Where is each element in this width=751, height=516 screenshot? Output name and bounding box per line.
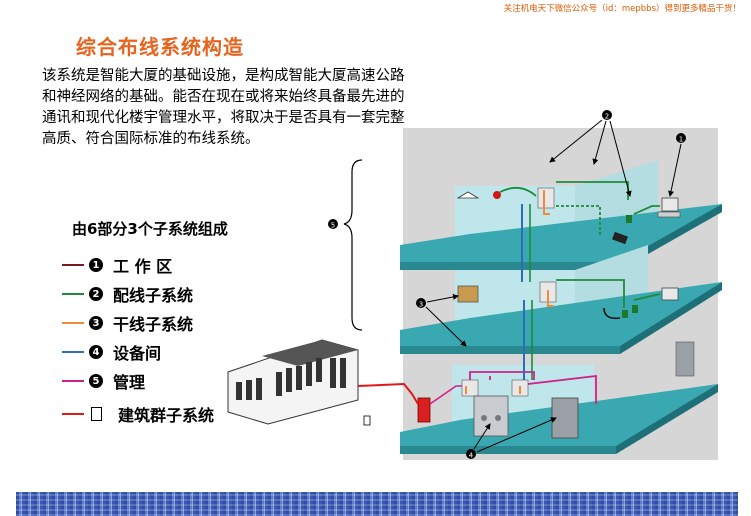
callout-2: 2: [602, 110, 612, 121]
campus-cable: [357, 382, 419, 405]
legend-item-work-area: 1 工 作 区: [62, 252, 172, 278]
floor-1: [400, 341, 718, 454]
legend-item-horizontal: 2 配线子系统: [62, 281, 193, 307]
campus-building-icon: [227, 339, 359, 425]
legend-label: 工 作 区: [113, 257, 173, 276]
empty-box-icon: [363, 415, 371, 426]
svg-text:2: 2: [605, 113, 609, 121]
legend-label: 设备间: [113, 344, 162, 363]
legend-label: 管理: [113, 373, 146, 392]
number-badge-icon: 2: [89, 287, 103, 301]
legend-label: 干线子系统: [113, 315, 194, 334]
callout-4: 4: [466, 449, 476, 460]
floor-2: [400, 245, 722, 354]
legend-item-equipment-room: 4 设备间: [62, 339, 161, 365]
pbx-icon: [473, 395, 509, 437]
red-device-icon: [493, 191, 501, 199]
page-title: 综合布线系统构造: [76, 35, 244, 59]
phone-icon: [612, 231, 628, 245]
computer-icon: [661, 287, 679, 301]
number-badge-icon: 3: [89, 316, 103, 330]
number-badge-icon: 1: [89, 258, 103, 272]
subsystem-subtitle: 由6部分3个子系统组成: [72, 220, 228, 238]
backbone-frame-icon: [457, 285, 479, 303]
svg-text:5: 5: [331, 222, 335, 230]
outlet-icon: [626, 215, 632, 223]
computer-icon: [661, 197, 679, 212]
number-badge-icon: 4: [89, 345, 103, 359]
outlet-icon: [632, 305, 638, 313]
legend-item-administration: 5 管理: [62, 368, 145, 394]
tall-rack-icon: [675, 341, 695, 377]
number-badge-icon: 5: [89, 374, 103, 388]
top-note: 关注机电天下微信公众号（id：mepbbs）得到更多精品干货！: [503, 4, 741, 14]
empty-box-icon: [91, 407, 102, 421]
legend-label: 配线子系统: [113, 286, 194, 305]
footer-band: [16, 492, 738, 516]
legend-label: 建筑群子系统: [118, 406, 215, 425]
svg-text:4: 4: [469, 452, 474, 460]
brace-icon: [343, 159, 363, 331]
legend-line-icon: [62, 380, 84, 382]
lamp-icon: [456, 191, 480, 199]
cross-connect-icon: [461, 379, 479, 397]
legend-line-icon: [62, 413, 84, 415]
callout-5-left: 5: [328, 219, 338, 230]
callout-1: 1: [676, 133, 686, 144]
outlet-icon: [622, 310, 628, 318]
legend-line-icon: [62, 322, 84, 324]
legend-item-campus: 建筑群子系统: [62, 401, 214, 427]
intro-paragraph: 该系统是智能大厦的基础设施，是构成智能大厦高速公路和神经网络的基础。能否在现在或…: [42, 68, 405, 147]
legend-item-backbone: 3 干线子系统: [62, 310, 193, 336]
legend-line-icon: [62, 351, 84, 353]
legend-line-icon: [62, 293, 84, 295]
callout-3: 3: [416, 298, 426, 309]
legend-line-icon: [62, 264, 84, 266]
patch-panel-icon: [537, 187, 555, 209]
red-cabinet-icon: [417, 397, 431, 423]
svg-text:1: 1: [679, 136, 683, 144]
svg-text:3: 3: [419, 301, 423, 309]
